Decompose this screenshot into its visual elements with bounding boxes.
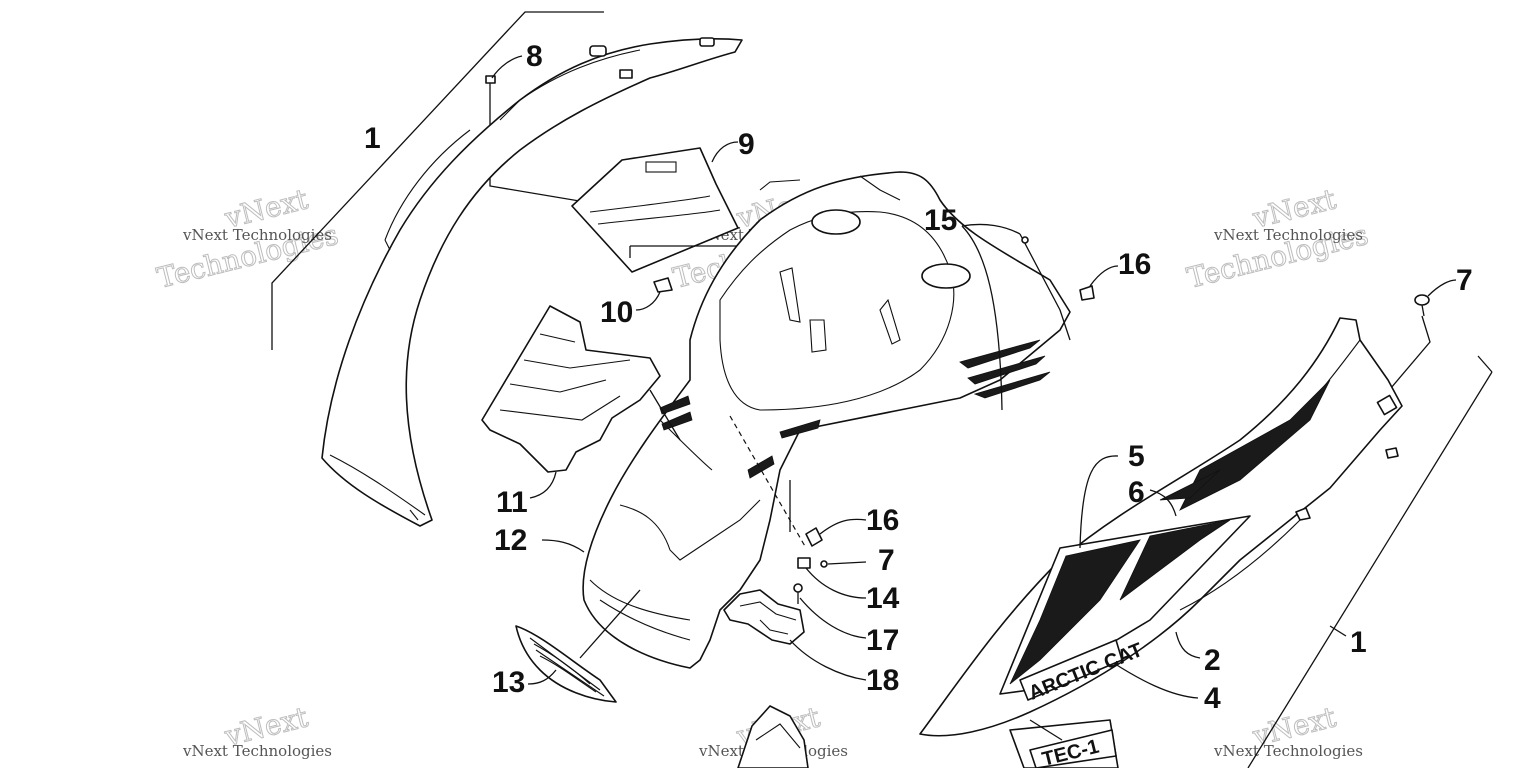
callout-10: 10 xyxy=(600,296,633,329)
screw-part-7-mid xyxy=(820,560,867,568)
callout-2: 2 xyxy=(1204,644,1221,677)
callout-12: 12 xyxy=(494,524,527,557)
grille-part-13 xyxy=(515,625,617,703)
callout-8: 8 xyxy=(526,40,543,73)
screw-part-7-top xyxy=(1414,279,1457,317)
left-side-panel xyxy=(321,37,743,527)
callout-15: 15 xyxy=(924,204,957,237)
callout-1-right: 1 xyxy=(1350,626,1367,659)
callout-7-top: 7 xyxy=(1456,264,1473,297)
callout-14: 14 xyxy=(866,582,900,615)
callout-18: 18 xyxy=(866,664,899,697)
callout-17: 17 xyxy=(866,624,899,657)
callout-6: 6 xyxy=(1128,476,1145,509)
watermark-bottom-left: vNext vNext Technologies xyxy=(182,700,332,760)
callout-labels: 1 8 9 10 11 12 13 15 16 7 16 7 14 17 18 … xyxy=(364,40,1473,715)
watermark-bottom-right: vNext vNext Technologies xyxy=(1213,700,1363,760)
callout-16-top: 16 xyxy=(1118,248,1151,281)
clip-part-10 xyxy=(635,277,673,311)
decal-graphic-part-6 xyxy=(999,379,1331,695)
screw-part-17 xyxy=(793,583,867,639)
watermark-small-text: vNext Technologies xyxy=(182,226,332,244)
callout-13: 13 xyxy=(492,666,525,699)
callout-16-mid: 16 xyxy=(866,504,899,537)
decal-leaders xyxy=(1079,455,1201,699)
right-assembly-bracket xyxy=(1247,315,1493,768)
clip-part-16-top xyxy=(1079,265,1119,301)
callout-1-left: 1 xyxy=(364,122,381,155)
watermark-small-text: vNext Technologies xyxy=(1213,742,1363,760)
callout-1-right-leader xyxy=(1329,625,1347,637)
fastener-part-8 xyxy=(485,55,523,110)
vent-part-11 xyxy=(481,305,661,499)
fastener-part-15 xyxy=(961,223,1071,411)
hood-bracket-line xyxy=(579,389,791,659)
hood-part-12 xyxy=(541,171,1071,669)
panel-part-9 xyxy=(571,141,740,273)
watermark-top-right: Technologies vNext vNext Technologies xyxy=(1183,182,1372,296)
callout-4: 4 xyxy=(1204,682,1221,715)
nut-part-14 xyxy=(797,557,867,599)
callout-9: 9 xyxy=(738,128,755,161)
alignment-line xyxy=(729,415,807,549)
watermark-small-text: vNext Technologies xyxy=(182,742,332,760)
model-decal: TEC-1 xyxy=(1009,719,1119,768)
callout-5: 5 xyxy=(1128,440,1145,473)
callout-11: 11 xyxy=(496,486,528,519)
bottom-fragment-part xyxy=(737,705,809,768)
callout-7-mid: 7 xyxy=(878,544,895,577)
clip-part-16-mid xyxy=(805,518,867,547)
watermark-small-text: vNext Technologies xyxy=(1213,226,1363,244)
bracket-part-18 xyxy=(723,589,867,681)
